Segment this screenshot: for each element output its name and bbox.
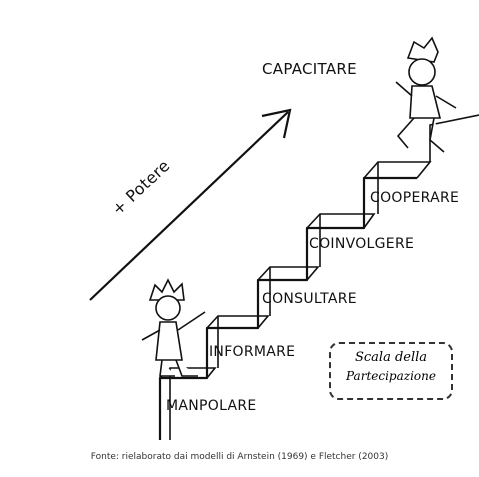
title-box: Scala della Partecipazione (329, 342, 453, 400)
step-label-coinvolgere: COINVOLGERE (309, 236, 415, 252)
title-box-line1: Scala della (354, 350, 428, 365)
title-box-line2: Partecipazione (346, 369, 436, 383)
step-label-informare: INFORMARE (209, 344, 296, 360)
person-top-figure (395, 36, 457, 153)
source-note: Fonte: rielaborato dai modelli di Arnste… (90, 452, 389, 462)
step-label-capacitare: CAPACITARE (262, 60, 357, 78)
power-arrow (89, 108, 292, 301)
step-label-manipolare: MANPOLARE (166, 398, 257, 414)
step-label-cooperare: COOPERARE (370, 190, 460, 206)
person-bottom-figure (141, 278, 206, 377)
step-label-consultare: CONSULTARE (262, 291, 357, 307)
